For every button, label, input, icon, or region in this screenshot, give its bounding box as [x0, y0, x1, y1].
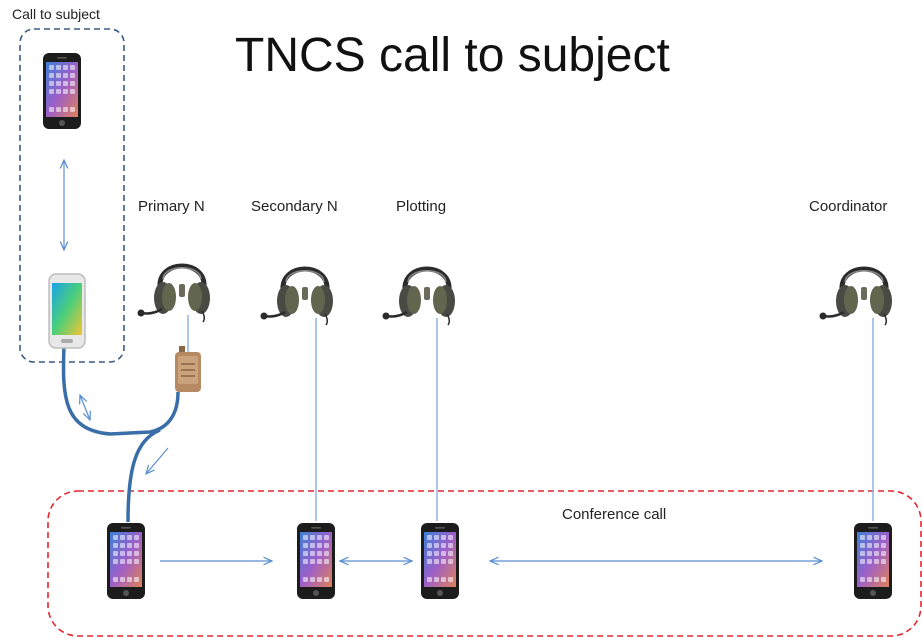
role-label-plotting: Plotting [396, 198, 447, 215]
headset-icon [138, 266, 211, 322]
subject-group-box [19, 28, 125, 363]
conference-group-box [47, 490, 922, 637]
iphone-icon [297, 523, 335, 599]
role-label-coordinator: Coordinator [809, 198, 888, 215]
role-label-primary: Primary N [138, 198, 205, 215]
iphone-icon [421, 523, 459, 599]
page-title: TNCS call to subject [235, 29, 670, 82]
role-label-secondary: Secondary N [251, 198, 338, 215]
arrow-cable-link [80, 395, 90, 420]
iphone-icon [107, 523, 145, 599]
conference-group-label: Conference call [562, 506, 667, 523]
arrow-radio-down [146, 447, 169, 474]
iphone-icon [854, 523, 892, 599]
headset-icon [820, 269, 893, 325]
radio-adapter-icon [175, 346, 201, 392]
headset-icon [261, 269, 334, 325]
cable-radio-phone [126, 428, 161, 523]
galaxy-phone-icon [48, 273, 86, 349]
iphone-icon [43, 53, 81, 129]
headset-icon [383, 269, 456, 325]
cable-subject-radio [61, 345, 180, 436]
subject-group-label: Call to subject [12, 6, 100, 22]
